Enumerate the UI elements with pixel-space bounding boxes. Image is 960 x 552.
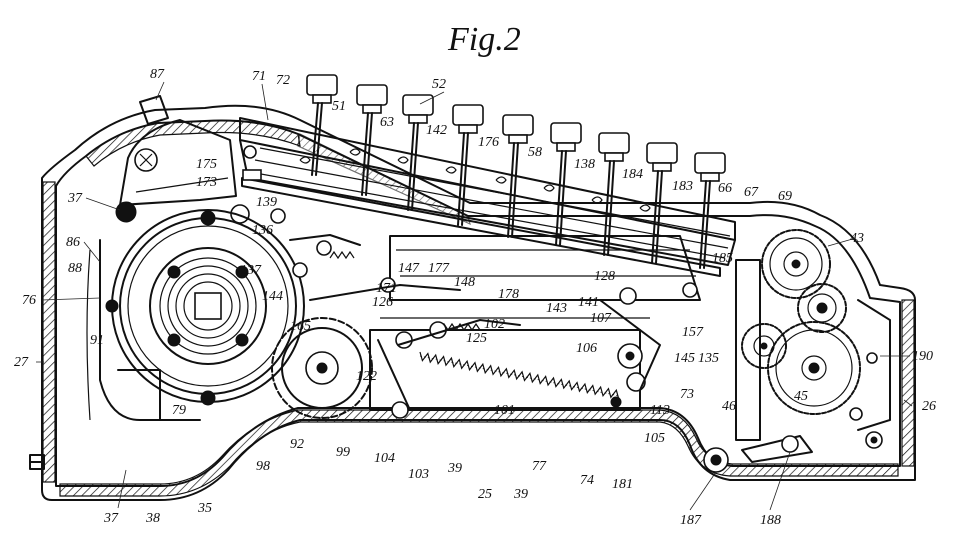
ref-label: 35 bbox=[197, 501, 212, 516]
ref-label: 128 bbox=[594, 269, 615, 284]
ref-label: 98 bbox=[256, 459, 270, 474]
ref-label: 25 bbox=[478, 487, 492, 502]
ref-label: 122 bbox=[356, 369, 377, 384]
ref-label: 142 bbox=[426, 123, 447, 138]
ref-label: 37 bbox=[103, 511, 119, 526]
ref-label: 99 bbox=[336, 445, 350, 460]
ref-label: 69 bbox=[778, 189, 792, 204]
ref-label: 104 bbox=[374, 451, 395, 466]
ref-label: 113 bbox=[650, 403, 670, 418]
ratchet-wheel bbox=[271, 317, 373, 419]
ref-label: 181 bbox=[612, 477, 633, 492]
ref-label: 187 bbox=[680, 513, 702, 528]
ref-label: 38 bbox=[145, 511, 160, 526]
ref-label: 126 bbox=[372, 295, 393, 310]
ref-label: 73 bbox=[680, 387, 694, 402]
ref-label: 136 bbox=[252, 223, 273, 238]
ref-label: 107 bbox=[590, 311, 612, 326]
key-stems bbox=[306, 74, 726, 269]
key-bank bbox=[230, 74, 736, 277]
ref-label: 143 bbox=[546, 301, 567, 316]
ref-label: 141 bbox=[578, 295, 599, 310]
ref-label: 125 bbox=[466, 331, 487, 346]
ref-label: 77 bbox=[532, 459, 547, 474]
ref-label: 183 bbox=[672, 179, 693, 194]
ref-label: 101 bbox=[494, 403, 515, 418]
ref-label: 72 bbox=[276, 73, 290, 88]
ref-label: 46 bbox=[722, 399, 736, 414]
ref-label: 86 bbox=[66, 235, 80, 250]
ref-label: 139 bbox=[256, 195, 277, 210]
ref-label: 71 bbox=[252, 69, 266, 84]
ref-label: 157 bbox=[682, 325, 704, 340]
ref-label: 173 bbox=[196, 175, 217, 190]
ref-label: 178 bbox=[498, 287, 519, 302]
ref-label: 51 bbox=[332, 99, 346, 114]
ref-label: 144 bbox=[262, 289, 283, 304]
ref-label: 105 bbox=[644, 431, 665, 446]
central-linkage bbox=[289, 234, 701, 419]
ref-label: 27 bbox=[14, 355, 29, 370]
ref-label: 87 bbox=[150, 67, 165, 82]
ref-label: 145 bbox=[674, 351, 695, 366]
ref-label: 185 bbox=[712, 251, 733, 266]
ref-label: 190 bbox=[912, 349, 933, 364]
ref-label: 58 bbox=[528, 145, 542, 160]
ref-label: 39 bbox=[447, 461, 462, 476]
ref-label: 175 bbox=[196, 157, 217, 172]
ref-label: 39 bbox=[513, 487, 528, 502]
ref-label: 177 bbox=[428, 261, 450, 276]
ref-label: 66 bbox=[718, 181, 732, 196]
ref-label: 79 bbox=[172, 403, 186, 418]
ref-label: 45 bbox=[794, 389, 808, 404]
ref-label: 106 bbox=[576, 341, 597, 356]
ref-label: 176 bbox=[478, 135, 499, 150]
ref-label: 67 bbox=[744, 185, 759, 200]
ref-label: 88 bbox=[68, 261, 82, 276]
figure-title: Fig.2 bbox=[447, 21, 521, 58]
ref-label: 52 bbox=[432, 77, 446, 92]
ref-label: 74 bbox=[580, 473, 594, 488]
ref-label: 165 bbox=[290, 319, 311, 334]
leader-lines bbox=[36, 81, 913, 511]
reference-labels: 87 71 72 52 51 63 142 176 58 138 184 183… bbox=[14, 67, 936, 528]
ref-label: 92 bbox=[290, 437, 304, 452]
ref-label: 188 bbox=[760, 513, 781, 528]
gear-train bbox=[703, 229, 891, 473]
ref-label: 135 bbox=[698, 351, 719, 366]
ref-label: 184 bbox=[622, 167, 643, 182]
ref-label: 148 bbox=[454, 275, 475, 290]
ref-label: 91 bbox=[90, 333, 104, 348]
ref-label: 103 bbox=[408, 467, 429, 482]
ref-label: 76 bbox=[22, 293, 36, 308]
ref-label: 102 bbox=[484, 317, 505, 332]
spring-drum bbox=[86, 209, 305, 421]
ref-label: 138 bbox=[574, 157, 595, 172]
ref-label: 63 bbox=[380, 115, 394, 130]
ref-label: 37 bbox=[67, 191, 83, 206]
ref-label: 137 bbox=[240, 263, 262, 278]
ref-label: 171 bbox=[376, 281, 397, 296]
ref-label: 26 bbox=[922, 399, 936, 414]
feed-arm bbox=[115, 95, 237, 223]
ref-label: 43 bbox=[850, 231, 864, 246]
ref-label: 147 bbox=[398, 261, 420, 276]
